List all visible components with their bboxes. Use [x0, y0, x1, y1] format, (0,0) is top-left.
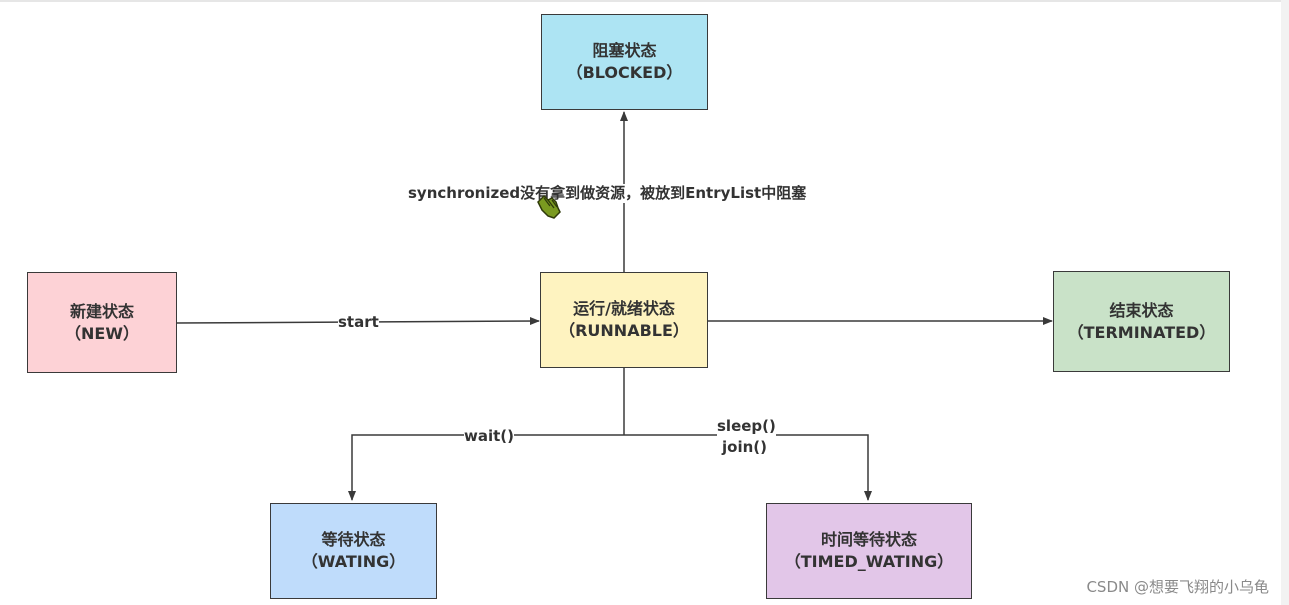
state-terminated-subtitle: （TERMINATED） [1067, 322, 1216, 342]
state-new-title: 新建状态 [69, 301, 134, 321]
top-border [0, 0, 1289, 2]
state-runnable: 运行/就绪状态 （RUNNABLE） [540, 272, 708, 368]
edge-label-join: join() [722, 438, 767, 457]
state-timed-waiting: 时间等待状态 （TIMED_WATING） [766, 503, 972, 599]
state-timed-waiting-title: 时间等待状态 [820, 530, 917, 549]
state-waiting-subtitle: （WATING） [301, 552, 406, 571]
state-new-subtitle: （NEW） [65, 323, 139, 343]
state-terminated: 结束状态 （TERMINATED） [1053, 271, 1230, 372]
edge-runnable-to-timed-waiting [624, 434, 872, 501]
state-waiting-title: 等待状态 [321, 530, 386, 549]
watermark: CSDN @想要飞翔的小乌龟 [1086, 578, 1269, 596]
state-new: 新建状态 （NEW） [27, 272, 177, 373]
state-runnable-subtitle: （RUNNABLE） [559, 321, 689, 340]
edge-label-start: start [338, 313, 379, 332]
state-terminated-title: 结束状态 [1109, 300, 1174, 320]
edge-runnable-to-waiting [348, 434, 624, 501]
edge-label-sleep: sleep() [717, 417, 776, 436]
state-waiting: 等待状态 （WATING） [270, 503, 437, 599]
hand-cursor-icon [534, 192, 564, 226]
scrollbar-track[interactable] [1281, 0, 1289, 605]
state-runnable-title: 运行/就绪状态 [573, 299, 675, 318]
edge-label-synchronized: synchronized没有拿到做资源，被放到EntryList中阻塞 [408, 184, 807, 203]
edge-label-wait: wait() [464, 427, 515, 446]
state-blocked-subtitle: （BLOCKED） [566, 63, 683, 82]
state-timed-waiting-subtitle: （TIMED_WATING） [784, 552, 954, 571]
state-blocked-title: 阻塞状态 [592, 41, 657, 60]
state-blocked: 阻塞状态 （BLOCKED） [541, 14, 708, 110]
